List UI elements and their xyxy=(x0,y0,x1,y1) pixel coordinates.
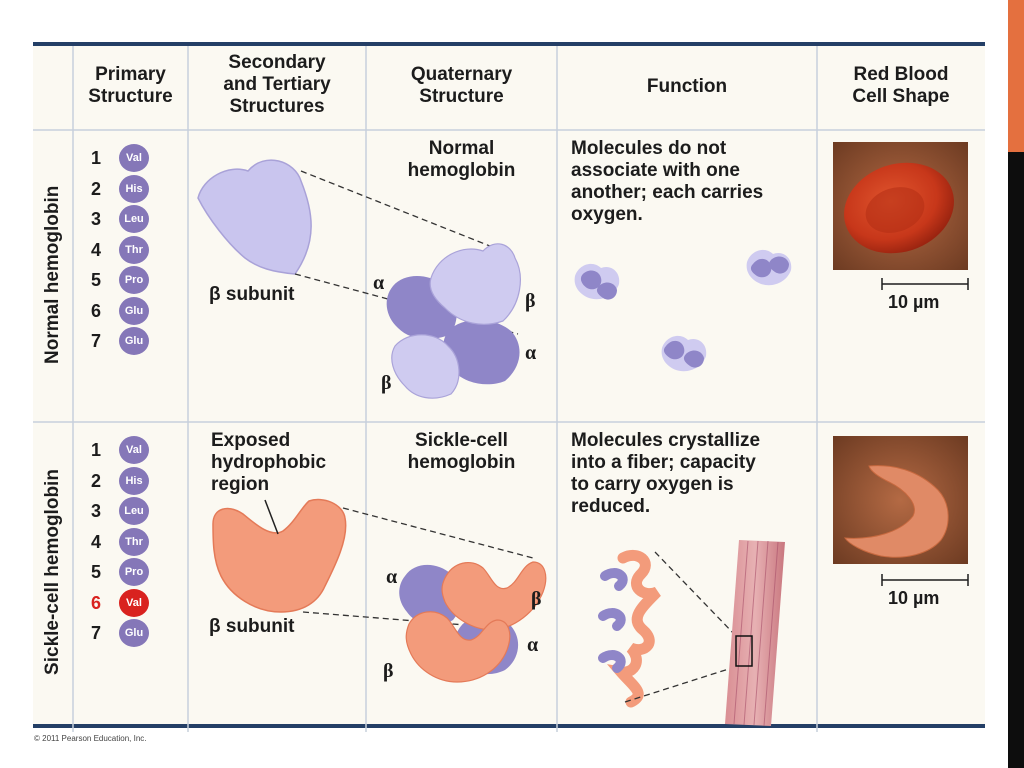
copyright-notice: © 2011 Pearson Education, Inc. xyxy=(34,734,147,743)
sickle-scale-label: 10 µm xyxy=(888,588,940,608)
normal-beta-label-1: β xyxy=(525,290,536,312)
normal-hemoglobin-tetramer xyxy=(386,243,521,399)
residue-number: 1 xyxy=(90,148,101,168)
sickle-hemoglobin-tetramer xyxy=(399,561,547,683)
sickle-title-line1: Sickle-cell xyxy=(415,430,508,451)
sickle-function-text: Molecules crystallize into a fiber; capa… xyxy=(571,430,760,518)
normal-hemoglobin-title: Normal hemoglobin xyxy=(366,138,557,182)
sickle-function-line3: to carry oxygen is xyxy=(571,474,734,495)
residue-number: 1 xyxy=(90,440,101,460)
sickle-beta-subunit-shape xyxy=(212,498,347,613)
normal-function-line2: associate with one xyxy=(571,160,740,181)
sickle-alpha-label-2: α xyxy=(527,634,539,656)
header-rbc-shape: Red Blood Cell Shape xyxy=(817,64,985,108)
residue-number: 3 xyxy=(90,209,101,229)
header-primary-line1: Primary xyxy=(95,64,166,85)
normal-beta-label-2: β xyxy=(381,372,392,394)
sickle-scale-bar xyxy=(881,574,969,586)
sickle-title-line2: hemoglobin xyxy=(407,452,516,473)
normal-alpha-label-1: α xyxy=(373,272,385,294)
sickle-alpha-label-1: α xyxy=(386,566,398,588)
exposed-line1: Exposed xyxy=(211,430,291,451)
sickle-function-line1: Molecules crystallize xyxy=(571,430,761,451)
row-label-normal: Normal hemoglobin xyxy=(42,185,63,364)
table-grid xyxy=(33,46,985,732)
normal-scale-bar xyxy=(881,278,969,290)
amino-acid-bead: Glu xyxy=(119,296,149,325)
amino-acid-bead: Pro xyxy=(119,266,149,294)
sickle-function-line4: reduced. xyxy=(571,496,651,517)
residue-number: 7 xyxy=(90,623,101,643)
header-primary-line2: Structure xyxy=(88,86,173,107)
amino-acid-bead: Val xyxy=(119,144,149,172)
residue-number: 6 xyxy=(90,300,101,321)
header-secondary-line3: Structures xyxy=(229,96,325,117)
amino-acid-bead: Glu xyxy=(119,327,149,355)
sickle-hemoglobin-title: Sickle-cell hemoglobin xyxy=(366,430,557,474)
amino-acid-bead: Glu xyxy=(119,619,149,647)
amino-acid-bead: His xyxy=(119,174,149,203)
residue-number: 7 xyxy=(90,331,101,351)
residue-number: 4 xyxy=(90,239,101,260)
amino-acid-bead: Pro xyxy=(119,558,149,586)
amino-acid-bead: Leu xyxy=(119,205,149,233)
normal-beta-subunit-shape xyxy=(197,159,312,275)
normal-free-molecules xyxy=(574,249,792,372)
sickle-beta-label-2: β xyxy=(383,660,394,682)
residue-number: 2 xyxy=(90,178,101,199)
header-quaternary-line2: Structure xyxy=(419,86,504,107)
header-quaternary-line1: Quaternary xyxy=(410,64,513,85)
residue-number: 5 xyxy=(90,562,101,582)
header-quaternary-structure: Quaternary Structure xyxy=(366,64,557,108)
header-function: Function xyxy=(646,76,728,97)
sickle-projection-lines xyxy=(302,507,534,629)
sickle-rbc-image xyxy=(833,436,968,564)
amino-acid-bead: Thr xyxy=(119,527,149,556)
normal-scale-label: 10 µm xyxy=(888,292,940,312)
amino-acid-bead: His xyxy=(119,466,149,495)
row-label-sickle: Sickle-cell hemoglobin xyxy=(42,469,63,675)
normal-rbc-image xyxy=(833,142,968,270)
slide-accent-bar xyxy=(1008,0,1024,152)
sickle-beta-subunit-label: β subunit xyxy=(209,616,295,637)
hydrophobic-pointer xyxy=(264,499,279,535)
exposed-line3: region xyxy=(211,474,270,495)
sickle-fiber-strand xyxy=(598,549,661,708)
normal-beta-subunit-label: β subunit xyxy=(209,284,295,305)
sickle-function-line2: into a fiber; capacity xyxy=(571,452,756,473)
residue-number: 3 xyxy=(90,501,101,521)
slide-edge-bar xyxy=(1008,0,1024,768)
header-secondary-line2: and Tertiary xyxy=(223,74,331,95)
amino-acid-bead: Leu xyxy=(119,497,149,525)
normal-title-line1: Normal xyxy=(428,138,495,159)
residue-number: 2 xyxy=(90,470,101,491)
sickle-beta-label-1: β xyxy=(531,588,542,610)
normal-function-text: Molecules do not associate with one anot… xyxy=(571,138,763,226)
exposed-hydrophobic-label: Exposed hydrophobic region xyxy=(211,430,326,496)
residue-number: 4 xyxy=(90,531,101,552)
normal-alpha-label-2: α xyxy=(525,342,537,364)
amino-acid-bead: Thr xyxy=(119,235,149,264)
normal-function-line3: another; each carries xyxy=(571,182,764,203)
normal-function-line1: Molecules do not xyxy=(571,138,727,159)
normal-title-line2: hemoglobin xyxy=(407,160,516,181)
sickle-fiber-bundle xyxy=(725,540,785,727)
exposed-line2: hydrophobic xyxy=(211,452,327,473)
amino-acid-bead: Val xyxy=(119,588,149,617)
header-rbc-line1: Red Blood xyxy=(853,64,949,85)
amino-acid-bead: Val xyxy=(119,436,149,464)
header-secondary-line1: Secondary xyxy=(228,52,326,73)
figure-graphics xyxy=(33,46,985,732)
hemoglobin-figure: Primary Structure Secondary and Tertiary… xyxy=(33,42,985,732)
residue-number: 6 xyxy=(90,592,101,613)
header-primary-structure: Primary Structure xyxy=(73,64,188,108)
normal-function-line4: oxygen. xyxy=(571,204,643,225)
header-rbc-line2: Cell Shape xyxy=(852,86,950,107)
header-secondary-tertiary: Secondary and Tertiary Structures xyxy=(188,52,366,118)
residue-number: 5 xyxy=(90,270,101,290)
